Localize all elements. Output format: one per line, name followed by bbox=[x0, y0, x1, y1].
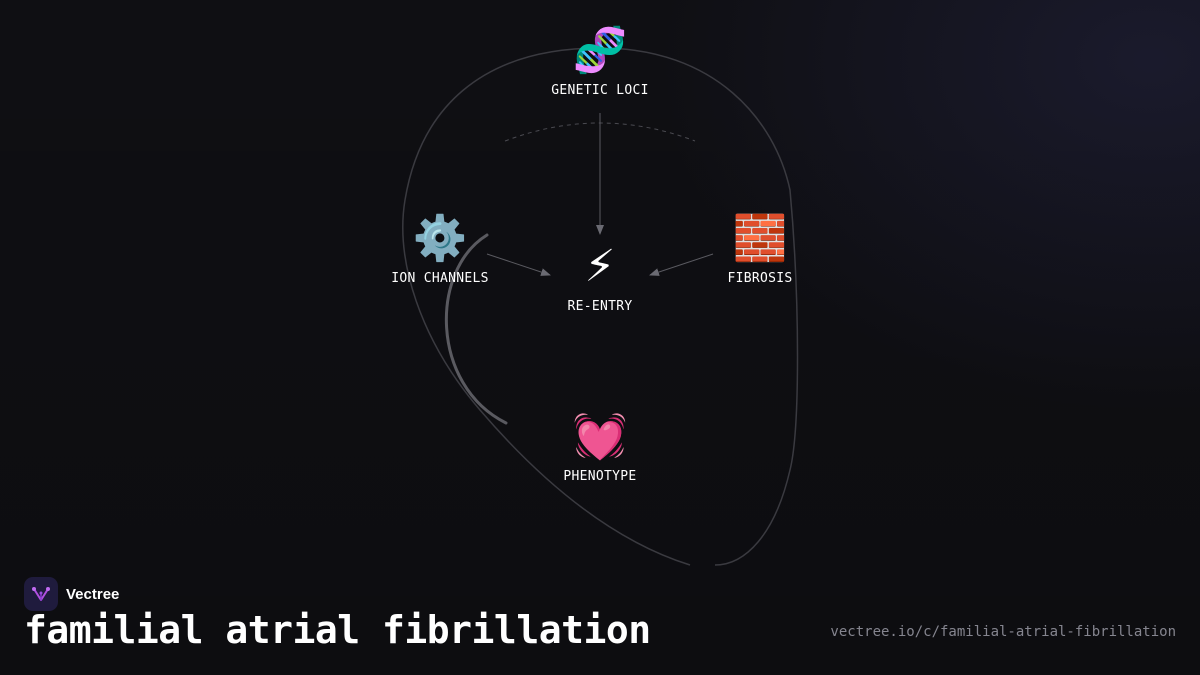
edge-fibrosis-to-re-entry bbox=[649, 253, 714, 276]
node-label: GENETIC LOCI bbox=[551, 83, 649, 98]
edge-ion-channels-to-re-entry bbox=[486, 253, 551, 276]
page-url[interactable]: vectree.io/c/familial-atrial-fibrillatio… bbox=[830, 624, 1176, 640]
node-label: RE-ENTRY bbox=[567, 299, 633, 314]
node-genetic-loci: 🧬 GENETIC LOCI bbox=[520, 25, 680, 98]
node-phenotype: 💓 PHENOTYPE bbox=[520, 411, 680, 484]
node-fibrosis: 🧱 FIBROSIS bbox=[680, 213, 840, 286]
brick-icon: 🧱 bbox=[732, 213, 788, 264]
heart-outline bbox=[402, 47, 799, 566]
dna-icon: 🧬 bbox=[572, 25, 628, 76]
node-re-entry: ⚡ RE-ENTRY bbox=[520, 241, 680, 314]
gear-icon: ⚙️ bbox=[412, 213, 468, 264]
page-title: familial atrial fibrillation bbox=[24, 608, 651, 652]
beating-heart-icon: 💓 bbox=[572, 411, 628, 462]
lightning-icon: ⚡ bbox=[584, 241, 616, 292]
brand-name: Vectree bbox=[66, 585, 120, 603]
node-label: ION CHANNELS bbox=[391, 271, 489, 286]
node-ion-channels: ⚙️ ION CHANNELS bbox=[360, 213, 520, 286]
node-label: FIBROSIS bbox=[727, 271, 793, 286]
node-label: PHENOTYPE bbox=[563, 469, 637, 484]
brand[interactable]: Vectree bbox=[24, 577, 119, 611]
vectree-logo-icon bbox=[24, 577, 58, 611]
inner-arc bbox=[444, 233, 508, 425]
